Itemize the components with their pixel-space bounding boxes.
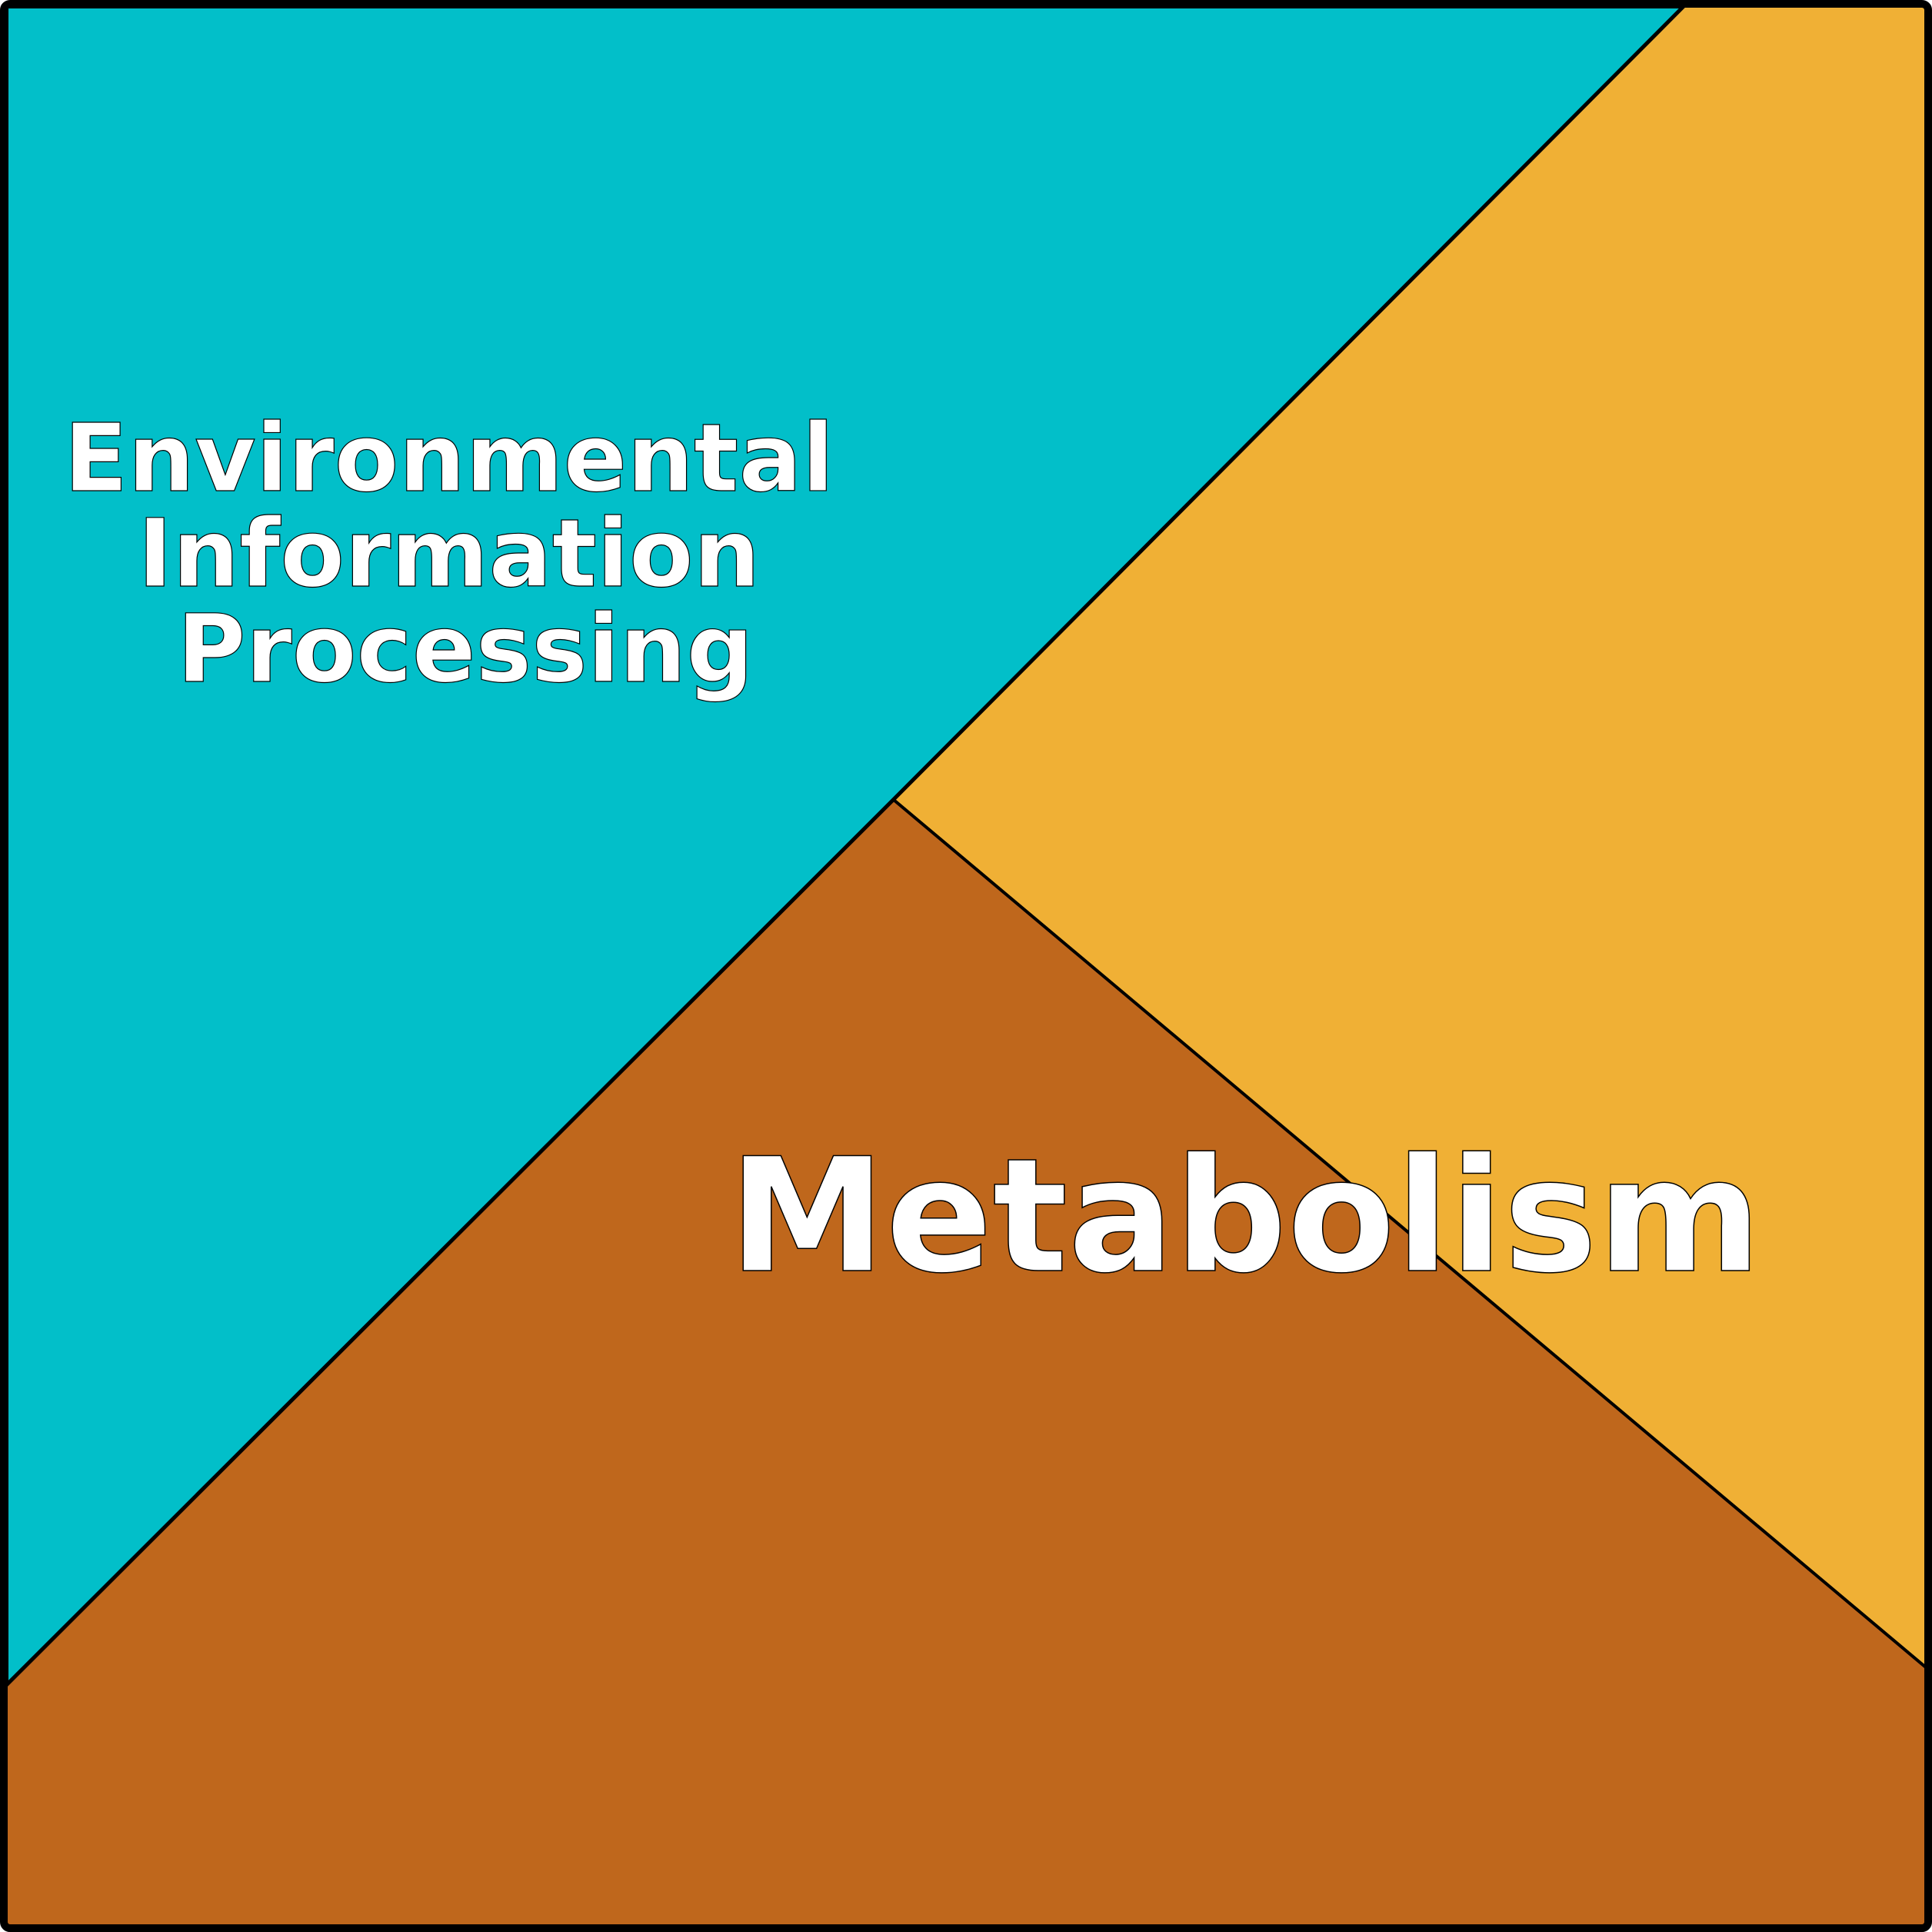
label-env-line-2: Information: [138, 499, 761, 608]
label-env-line-3: Processing: [177, 595, 754, 704]
label-metabolism: Metabolism: [728, 1125, 1761, 1308]
label-environmental-information-processing: Environmental Information Processing: [64, 404, 867, 704]
label-env-line-1: Environmental: [64, 404, 834, 513]
